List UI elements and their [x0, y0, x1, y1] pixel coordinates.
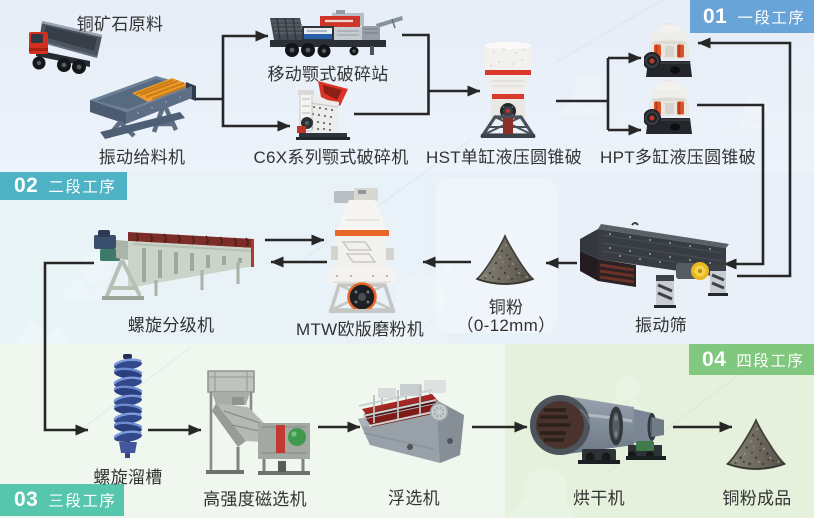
connector-crushers-junction [354, 33, 430, 116]
stage-badge-2: 02 二段工序 [0, 172, 127, 200]
dryer-illustration [528, 385, 670, 471]
c6x-jaw-crusher-illustration [296, 79, 352, 141]
arrow-feeder-to-c6x [221, 99, 291, 132]
copper-product-pile-illustration [721, 417, 791, 472]
label-copper-product: 铜粉成品 [722, 489, 792, 508]
stage-3-label: 三段工序 [48, 493, 117, 510]
hpt-cone-crusher-1-illustration [644, 22, 694, 78]
label-magnetic-separator: 高强度磁选机 [203, 490, 307, 509]
stage-badge-3: 03 三段工序 [0, 484, 124, 516]
stage-3-number: 03 [14, 488, 39, 511]
mobile-jaw-crusher-illustration [266, 10, 404, 58]
stage-1-label: 一段工序 [737, 9, 806, 27]
label-raw-material: 铜矿石原料 [76, 15, 164, 34]
magnetic-separator-illustration [202, 367, 318, 479]
label-spiral-chute: 螺旋溜槽 [93, 468, 163, 487]
label-copper-powder: 铜粉 [488, 298, 524, 317]
vibrating-screen-illustration [572, 221, 737, 311]
stage-2-number: 02 [14, 174, 39, 197]
label-flotation-machine: 浮选机 [388, 489, 440, 508]
flotation-machine-illustration [354, 375, 470, 469]
hst-cone-crusher-illustration [480, 40, 536, 140]
stage-4-label: 四段工序 [736, 352, 805, 370]
stage-badge-4: 04 四段工序 [689, 344, 814, 375]
hpt-cone-crusher-2-illustration [644, 79, 694, 135]
arrow-hpt-to-screen [697, 103, 765, 270]
stage-4-number: 04 [702, 347, 727, 371]
stage-2-label: 二段工序 [48, 179, 117, 196]
arrow-classifier-to-chute [43, 261, 94, 436]
label-hpt-cone-crusher: HPT多缸液压圆锥破 [600, 148, 756, 167]
label-dryer: 烘干机 [573, 489, 625, 508]
arrow-feeder-to-mobile-crusher [221, 30, 269, 99]
vibrating-feeder-illustration [86, 66, 198, 140]
dump-truck-illustration [26, 20, 106, 74]
label-mtw-mill: MTW欧版磨粉机 [296, 320, 424, 339]
label-vibrating-feeder: 振动给料机 [98, 148, 186, 167]
spiral-chute-illustration [110, 354, 146, 458]
label-hst-cone-crusher: HST单缸液压圆锥破 [426, 148, 582, 167]
stage-badge-1: 01 一段工序 [690, 0, 814, 33]
spiral-classifier-illustration [92, 226, 257, 302]
label-c6x-jaw-crusher: C6X系列颚式破碎机 [253, 148, 409, 167]
mtw-mill-illustration [325, 188, 399, 314]
copper-powder-pile-illustration [472, 233, 538, 287]
label-mobile-jaw-crusher: 移动颚式破碎站 [267, 65, 389, 84]
arrow-screen-return-to-hpt [697, 37, 792, 278]
label-copper-powder-size: （0-12mm） [456, 316, 556, 335]
label-spiral-classifier: 螺旋分级机 [127, 316, 215, 335]
label-vibrating-screen: 振动筛 [635, 316, 687, 335]
stage-1-number: 01 [703, 4, 728, 28]
